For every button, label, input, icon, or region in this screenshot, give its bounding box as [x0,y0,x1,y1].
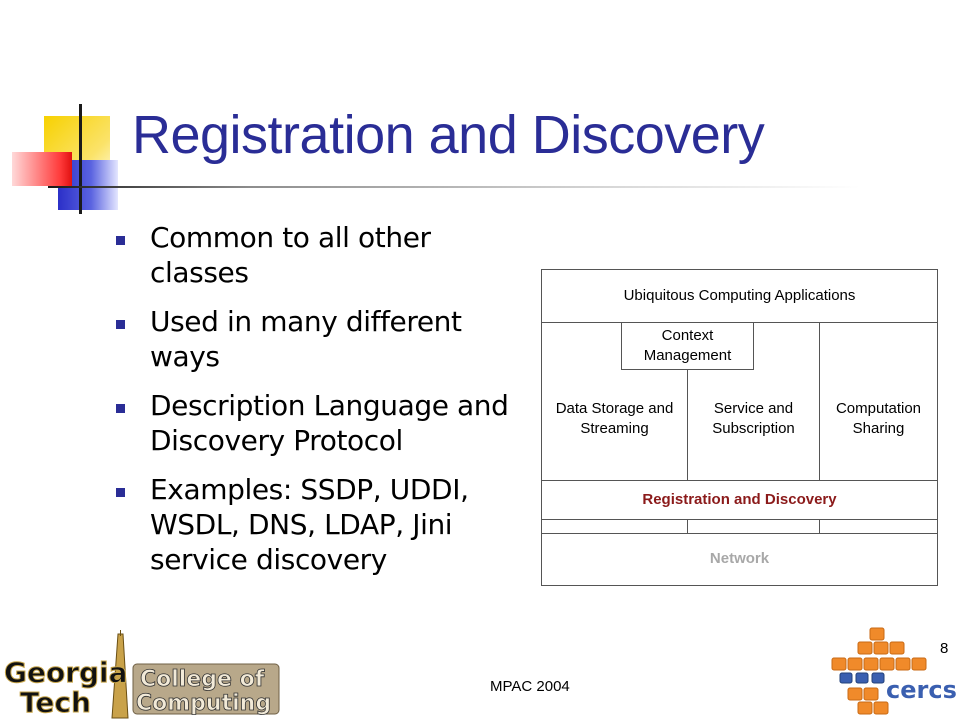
bullet-item: Used in many different ways [116,304,516,374]
title-underline [48,186,860,188]
data-storage-box: Data Storage and Streaming [555,400,674,437]
bullet-item: Examples: SSDP, UDDI, WSDL, DNS, LDAP, J… [116,472,516,577]
bullet-square-icon [116,320,125,329]
svg-text:Computing: Computing [136,691,271,716]
applications-layer: Ubiquitous Computing Applications [623,287,856,304]
svg-text:Tech: Tech [20,686,91,719]
bullet-list: Common to all other classes Used in many… [116,220,516,591]
slide-title: Registration and Discovery [132,105,765,165]
bullet-square-icon [116,404,125,413]
network-layer: Network [709,550,770,567]
bullet-item: Description Language and Discovery Proto… [116,388,516,458]
bullet-square-icon [116,488,125,497]
svg-text:Georgia: Georgia [4,656,128,689]
service-subscription-box: Service and Subscription [712,400,795,437]
architecture-diagram: Ubiquitous Computing Applications Contex… [541,269,938,586]
title-decoration-red [12,152,72,186]
diagram-divider [542,519,937,520]
diagram-divider [687,370,688,480]
diagram-connector [687,519,688,533]
bullet-item: Common to all other classes [116,220,516,290]
context-management-box: Context Management [621,322,754,370]
page-number: 8 [940,640,949,657]
footer-text: MPAC 2004 [490,678,570,695]
diagram-connector [819,519,820,533]
georgia-tech-logo: Georgia Tech College of Computing [4,630,280,720]
bullet-square-icon [116,236,125,245]
diagram-divider [542,480,937,481]
registration-discovery-layer: Registration and Discovery [642,491,837,508]
cercs-logo: cercs [831,627,957,715]
diagram-divider [819,322,820,480]
computation-sharing-box: Computation Sharing [835,400,922,437]
svg-text:cercs: cercs [886,676,957,704]
title-decoration-vertical-line [79,104,82,214]
svg-text:College of: College of [140,667,265,692]
diagram-divider [542,533,937,534]
